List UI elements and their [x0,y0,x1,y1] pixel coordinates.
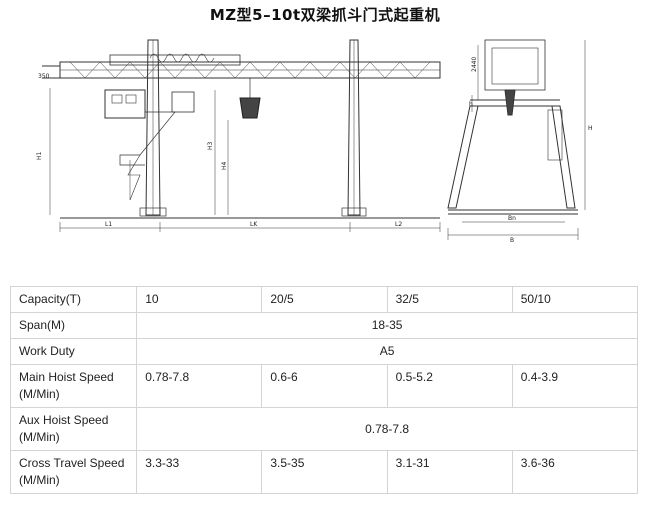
dim-label-b: B [510,237,514,244]
dim-label-lk: LK [250,221,258,228]
table-row: Main Hoist Speed (M/Min) 0.78-7.8 0.6-6 … [9,364,639,408]
table-row: Work Duty A5 [9,338,638,365]
table-cell: 50/10 [511,286,639,313]
row-label: Span(M) [9,312,138,339]
table-cell: 20/5 [261,286,388,313]
dim-label-l2: L2 [395,221,402,228]
row-label: Cross Travel Speed (M/Min) [9,450,138,494]
page-title: MZ型5–10t双梁抓斗门式起重机 [209,6,441,24]
table-cell-merged: A5 [136,338,638,365]
crane-drawing: 350 H1 H3 H4 L1 LK L2 2440 h H Bn B [36,39,593,244]
table-cell-merged: 18-35 [136,312,638,339]
table-row: Span(M) 18-35 [9,312,638,339]
dim-label-l1: L1 [105,221,112,228]
table-cell: 32/5 [386,286,513,313]
row-label: Work Duty [9,338,138,365]
table-cell-merged: 0.78-7.8 [136,407,638,451]
table-row: Aux Hoist Speed (M/Min) 0.78-7.8 [9,407,638,451]
dim-label-h1: H1 [36,151,43,160]
dim-label-2440: 2440 [471,57,478,72]
dim-label-h4: H4 [221,161,228,170]
table-row: Cross Travel Speed (M/Min) 3.3-33 3.5-35… [9,450,639,494]
table-cell: 0.78-7.8 [136,364,263,408]
row-label: Aux Hoist Speed (M/Min) [9,407,138,451]
table-row: Capacity(T) 10 20/5 32/5 50/10 [9,286,639,313]
table-cell: 0.4-3.9 [511,364,639,408]
table-cell: 3.5-35 [261,450,388,494]
table-cell: 0.5-5.2 [386,364,513,408]
table-cell: 3.1-31 [386,450,513,494]
row-label: Capacity(T) [9,286,138,313]
table-cell: 0.6-6 [261,364,388,408]
row-label: Main Hoist Speed (M/Min) [9,364,138,408]
dim-label-350: 350 [38,73,50,80]
dim-label-h: h [469,101,473,108]
table-cell: 10 [136,286,263,313]
spec-table: Capacity(T) 10 20/5 32/5 50/10 Span(M) 1… [9,286,639,494]
table-cell: 3.6-36 [511,450,639,494]
dim-label-bn: Bn [508,215,516,222]
table-cell: 3.3-33 [136,450,263,494]
dim-label-H: H [588,125,593,132]
dim-label-h3: H3 [207,141,214,150]
